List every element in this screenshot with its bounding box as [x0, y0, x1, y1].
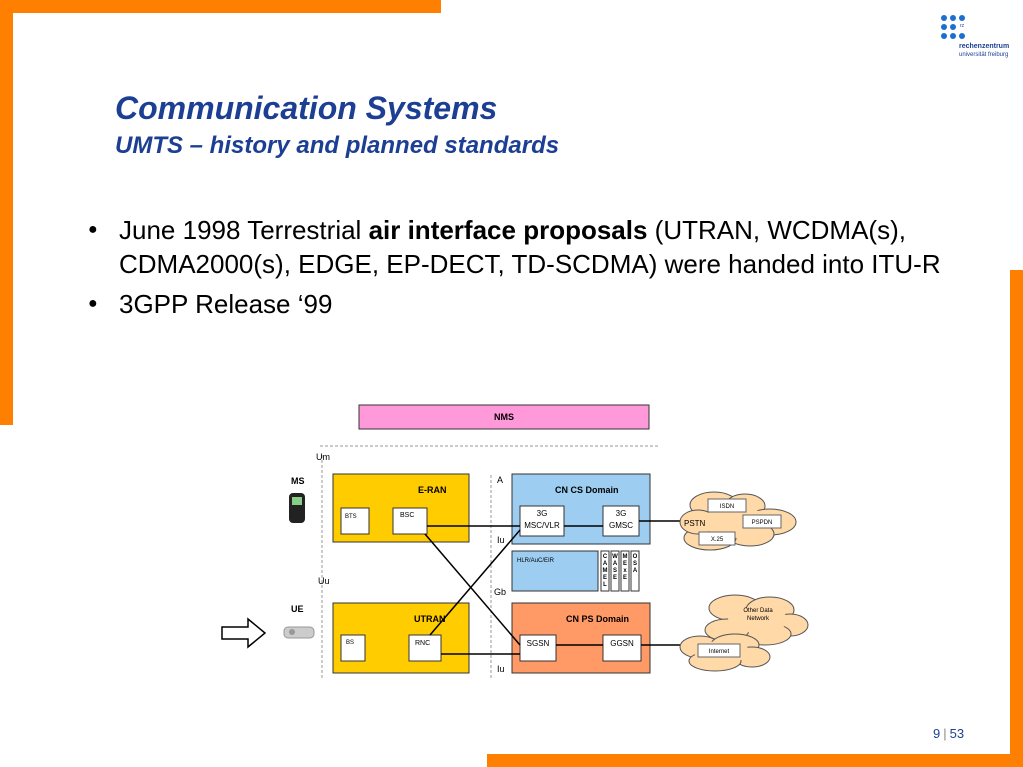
ggsn-label: GGSN [610, 639, 634, 648]
column-3-char: E [623, 561, 627, 567]
eran-title: E-RAN [418, 485, 447, 495]
isdn-label: ISDN [720, 504, 734, 510]
logo-abbr: rz [960, 23, 965, 29]
column-3-char: E [623, 575, 627, 581]
gmsc-box [602, 505, 640, 537]
column-2-char: E [613, 575, 617, 581]
msc-label-line2: MSC/VLR [524, 521, 560, 530]
pstn-label: PSTN [684, 519, 706, 528]
column-4-char: O [633, 554, 638, 560]
x25-label: X.25 [711, 537, 724, 543]
slide-subtitle: UMTS – history and planned standards [115, 132, 560, 159]
logo-line2: universität freiburg [959, 52, 1009, 58]
msc-label-line1: 3G [537, 509, 548, 518]
bts-box [340, 507, 370, 535]
bs-box [340, 634, 366, 662]
right-accent-bar [1010, 270, 1023, 767]
umts-architecture-diagram: NMS Um Uu A Iu Gb Iu MS UE E-RAN BTS BSC… [221, 404, 809, 680]
bullet-text-bold: air interface proposals [368, 215, 648, 245]
page-separator: | [943, 726, 947, 741]
nms-box [358, 404, 650, 430]
terminal-ue-label: UE [291, 604, 304, 614]
connection-lines [424, 520, 690, 655]
utran-title: UTRAN [414, 614, 446, 624]
bullet-item: ● 3GPP Release ‘99 [88, 287, 948, 321]
interface-a: A [497, 475, 503, 485]
sgsn-box [519, 634, 557, 662]
pspdn-label: PSPDN [752, 520, 773, 526]
column-2-char: A [613, 561, 618, 567]
column-2-char: S [613, 568, 617, 574]
gmsc-label-line1: 3G [616, 509, 627, 518]
hlr-box [511, 550, 599, 592]
column-4-char: S [633, 561, 637, 567]
hlr-label: HLR/AuC/EIR [517, 558, 555, 564]
internet-label: Internet [709, 649, 730, 655]
bullet-dot-icon: ● [88, 221, 98, 238]
ps-domain-title: CN PS Domain [566, 614, 629, 624]
bullet-text-pre: June 1998 Terrestrial [119, 215, 369, 245]
column-1-char: C [603, 554, 608, 560]
ue-device-icon [283, 626, 315, 639]
column-2-char: W [612, 554, 618, 560]
interface-iu-top: Iu [497, 535, 505, 545]
column-1-char: L [603, 582, 607, 588]
interface-gb: Gb [494, 587, 506, 597]
left-accent-bar [0, 0, 13, 425]
msc-vlr-box [519, 505, 565, 537]
service-nodes-columns [600, 550, 640, 592]
bs-label: BS [346, 640, 354, 646]
other-data-label-line2: Network [747, 616, 770, 622]
rnc-box [408, 634, 442, 662]
bullet-text-pre: 3GPP Release ‘99 [119, 289, 333, 319]
other-data-label-line1: Other Data [743, 608, 773, 614]
gmsc-label-line2: GMSC [609, 521, 633, 530]
bullet-item: ● June 1998 Terrestrial air interface pr… [88, 213, 948, 281]
bullet-text-post: (UTRAN, WCDMA(s), CDMA2000(s), EDGE, EP-… [119, 215, 941, 279]
other-data-network-cloud [704, 594, 809, 646]
interface-uu: Uu [318, 576, 330, 586]
outline-arrow-icon [221, 617, 267, 649]
cs-domain-title: CN CS Domain [555, 485, 619, 495]
nms-label: NMS [494, 412, 514, 422]
terminal-ms-label: MS [291, 476, 305, 486]
sgsn-label: SGSN [527, 639, 550, 648]
page-current: 9 [933, 726, 941, 741]
bullet-list: ● June 1998 Terrestrial air interface pr… [88, 213, 948, 327]
slide-title: Communication Systems [115, 90, 498, 126]
column-3-char: x [623, 568, 627, 574]
bottom-accent-bar [487, 754, 1023, 767]
column-3-char: M [623, 554, 628, 560]
bsc-box [392, 507, 428, 535]
column-1-char: E [603, 575, 607, 581]
x25-box [698, 531, 736, 546]
top-accent-bar [0, 0, 441, 13]
interface-iu-bottom: Iu [497, 664, 505, 674]
page-number: 9|53 [933, 726, 964, 741]
internet-box [697, 643, 741, 658]
column-1-char: A [603, 561, 608, 567]
column-1-char: M [603, 568, 608, 574]
bts-label: BTS [345, 514, 357, 520]
pspdn-box [742, 514, 782, 529]
rnc-label: RNC [415, 640, 430, 647]
interface-um: Um [316, 452, 330, 462]
ggsn-box [602, 634, 642, 662]
bsc-label: BSC [400, 512, 414, 519]
logo-line1: rechenzentrum [959, 43, 1010, 50]
rechenzentrum-logo: rz rechenzentrum universität freiburg [938, 12, 1010, 72]
column-4-char: A [633, 568, 638, 574]
bullet-dot-icon: ● [88, 295, 98, 312]
mobile-phone-icon [289, 493, 305, 523]
isdn-box [707, 498, 747, 513]
page-total: 53 [949, 726, 965, 741]
